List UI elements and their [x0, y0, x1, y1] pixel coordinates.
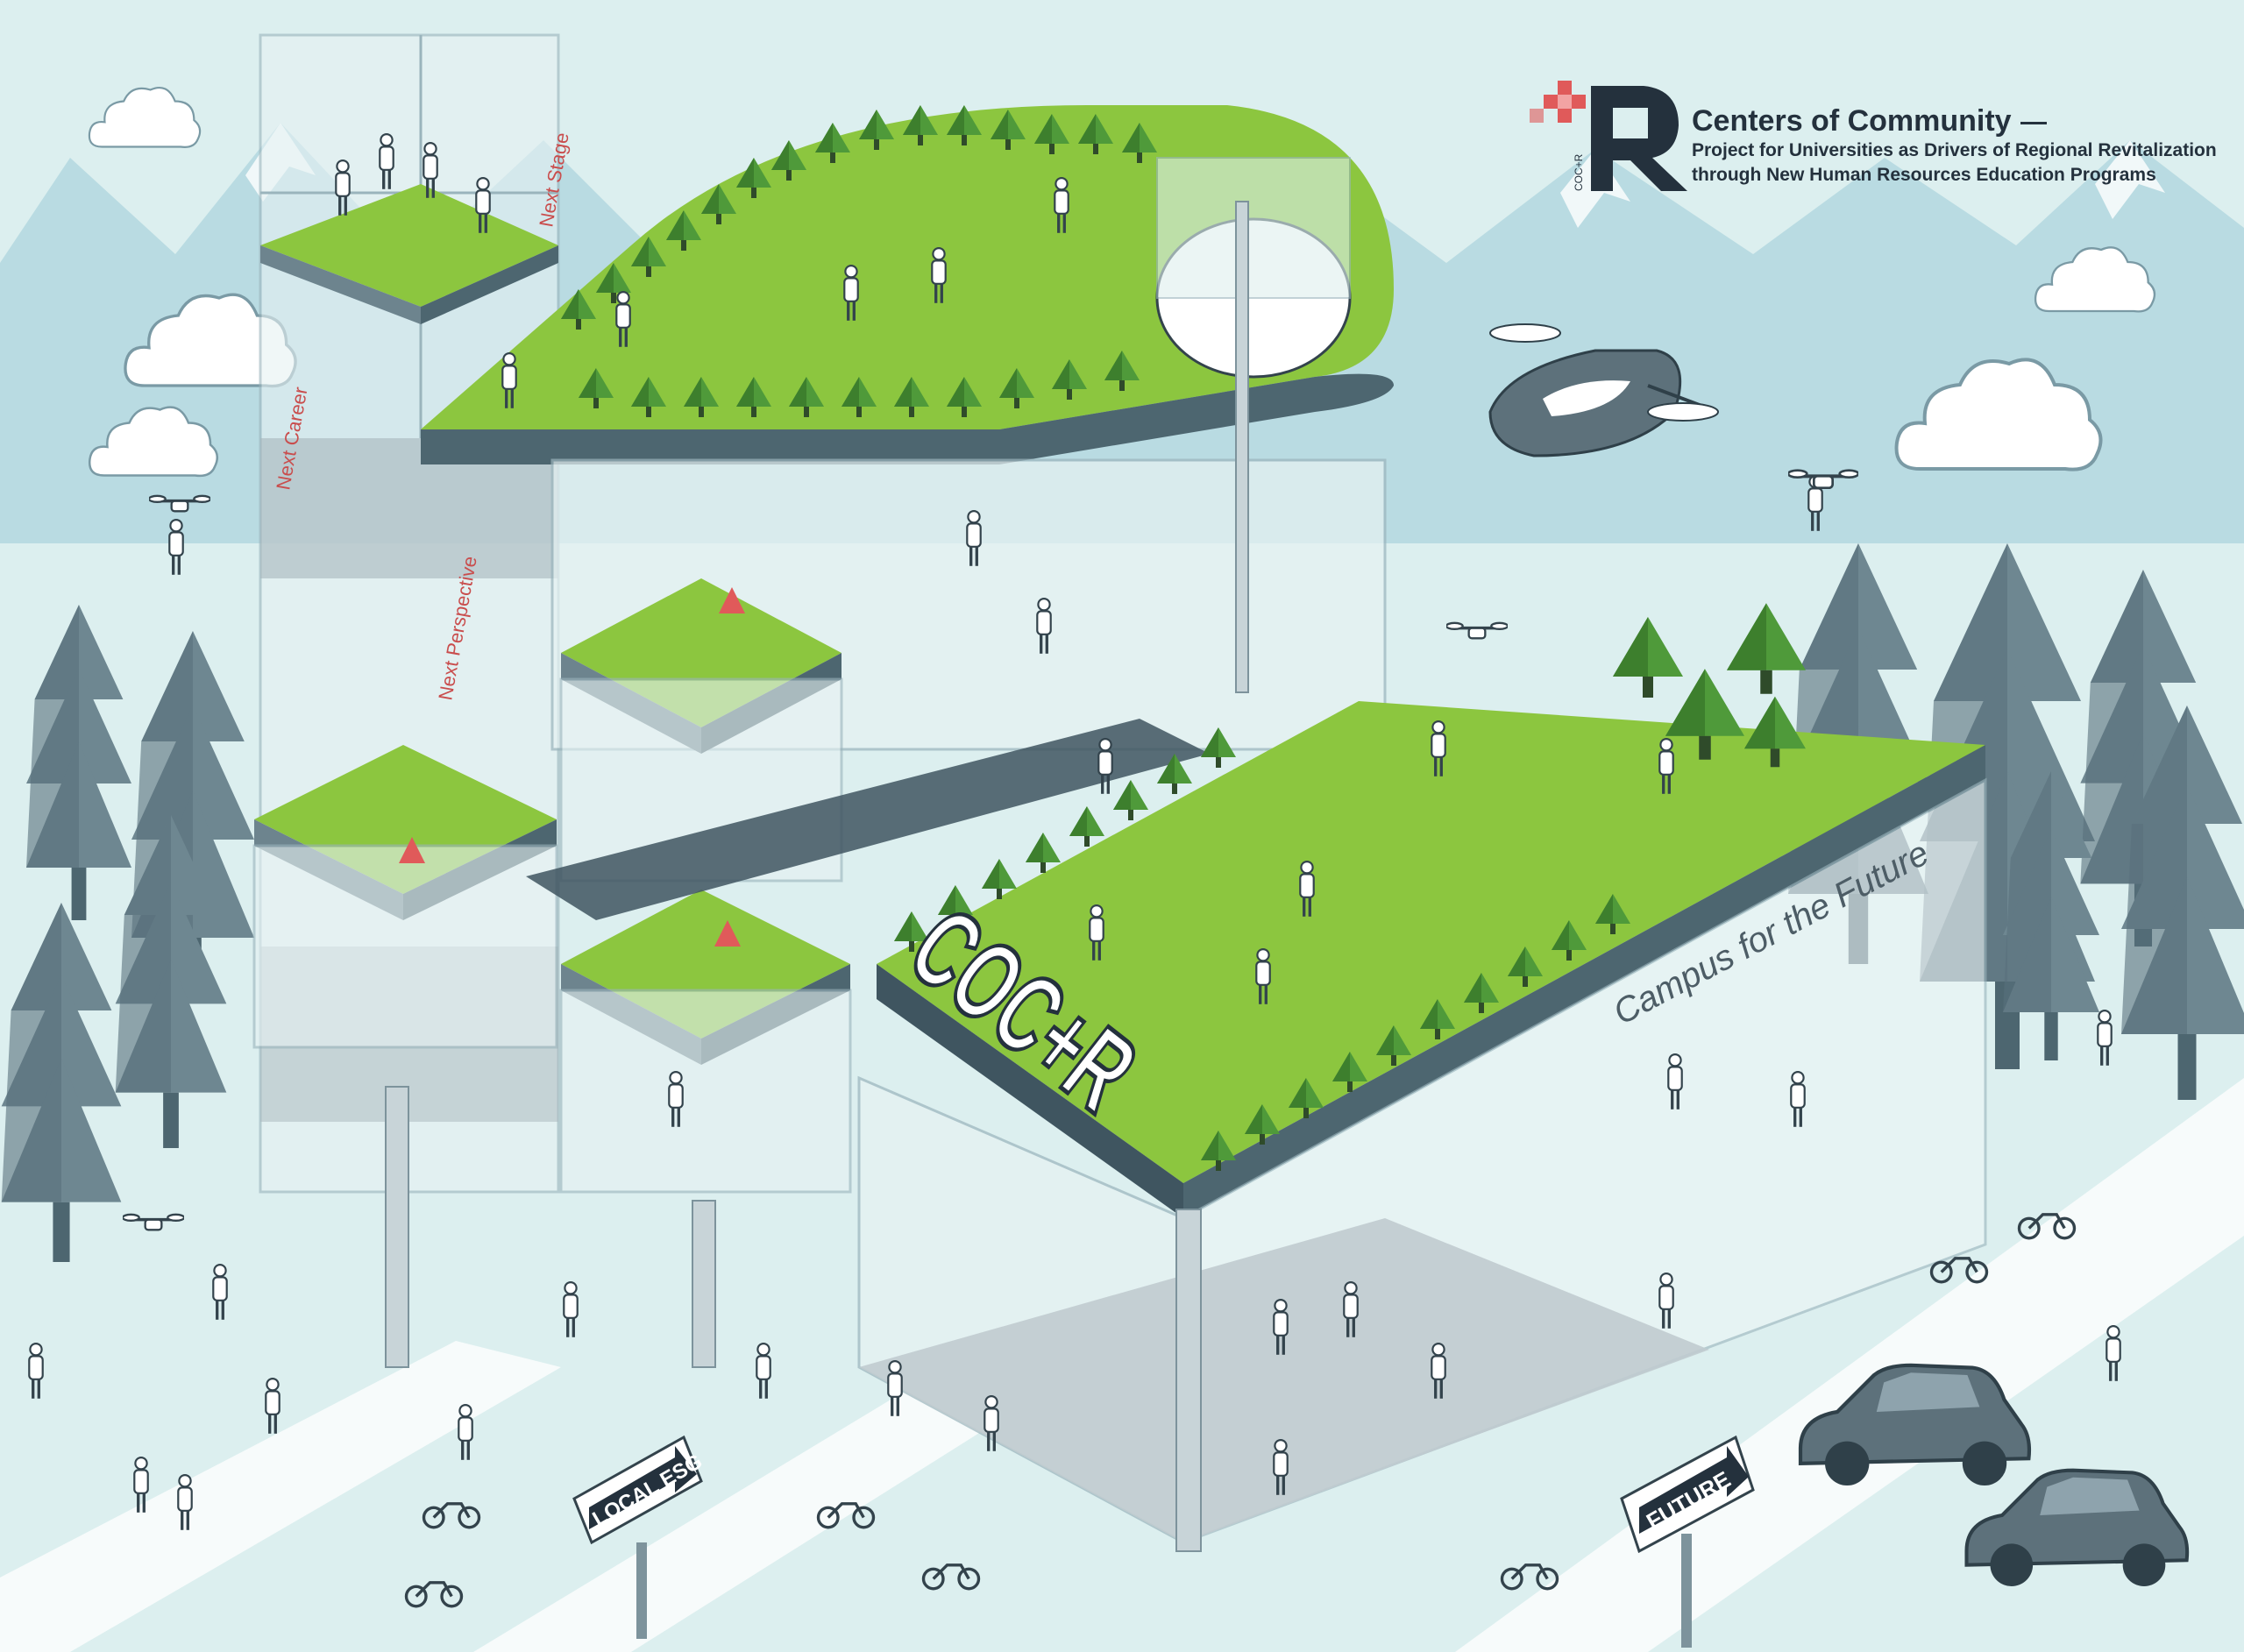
logo-text: Centers of Community Project for Univers… — [1692, 103, 2217, 188]
upper-green-deck — [421, 105, 1394, 751]
coc-r-logo: COC+R Centers of Community Project for U… — [1530, 77, 2217, 209]
main-deck — [526, 701, 1987, 1552]
coc-r-logo-mark: COC+R — [1530, 81, 1687, 191]
flying-car — [1488, 323, 1719, 457]
logo-title: Centers of Community — [1692, 104, 2012, 138]
logo-subtitle-line1: Project for Universities as Drivers of R… — [1692, 140, 2217, 160]
logo-title-dash — [2020, 121, 2047, 124]
logo-mark-text: COC+R — [1573, 153, 1585, 191]
logo-subtitle-line2: through New Human Resources Education Pr… — [1692, 165, 2156, 185]
